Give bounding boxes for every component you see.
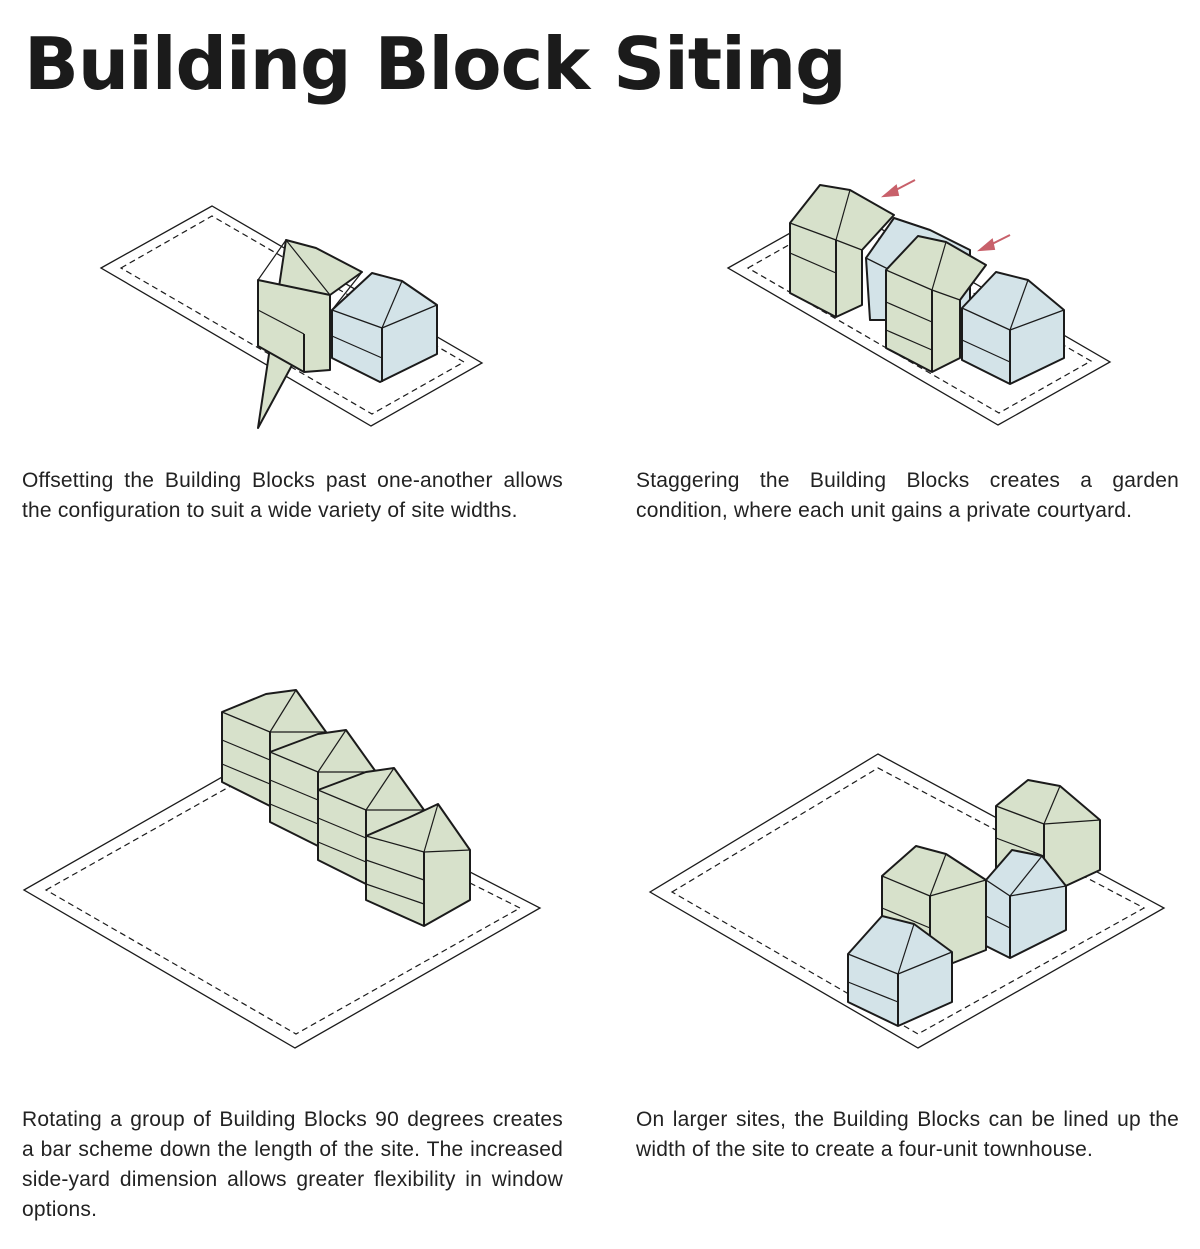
blue-block-middle [985, 849, 1067, 959]
green-block-rear [789, 184, 895, 318]
green-block-4 [365, 803, 471, 927]
diagram-offset-drawing [99, 205, 484, 429]
setback-line [670, 767, 1146, 1035]
page-title: Building Block Siting [24, 22, 847, 106]
diagram-stagger-drawing [726, 179, 1112, 426]
green-block [257, 239, 363, 429]
diagram-rotated-drawing [22, 689, 542, 1049]
caption-stagger: Staggering the Building Blocks creates a… [636, 469, 1179, 522]
diagram-stagger [600, 150, 1200, 460]
site-boundary [648, 753, 1166, 1049]
diagram-townhouse [600, 660, 1200, 1060]
caption-rotated: Rotating a group of Building Blocks 90 d… [22, 1108, 563, 1221]
site-boundary [22, 759, 542, 1049]
blue-block [331, 271, 438, 383]
diagram-offset [0, 150, 600, 460]
blue-block-front [961, 271, 1065, 385]
diagram-townhouse-drawing [648, 753, 1166, 1049]
caption-offset: Offsetting the Building Blocks past one-… [22, 469, 563, 522]
arrow-icon [880, 179, 1011, 252]
blue-block-front [847, 915, 953, 1027]
caption-townhouse: On larger sites, the Building Blocks can… [636, 1108, 1179, 1161]
green-block-front [885, 235, 987, 373]
diagram-rotated [0, 660, 600, 1060]
